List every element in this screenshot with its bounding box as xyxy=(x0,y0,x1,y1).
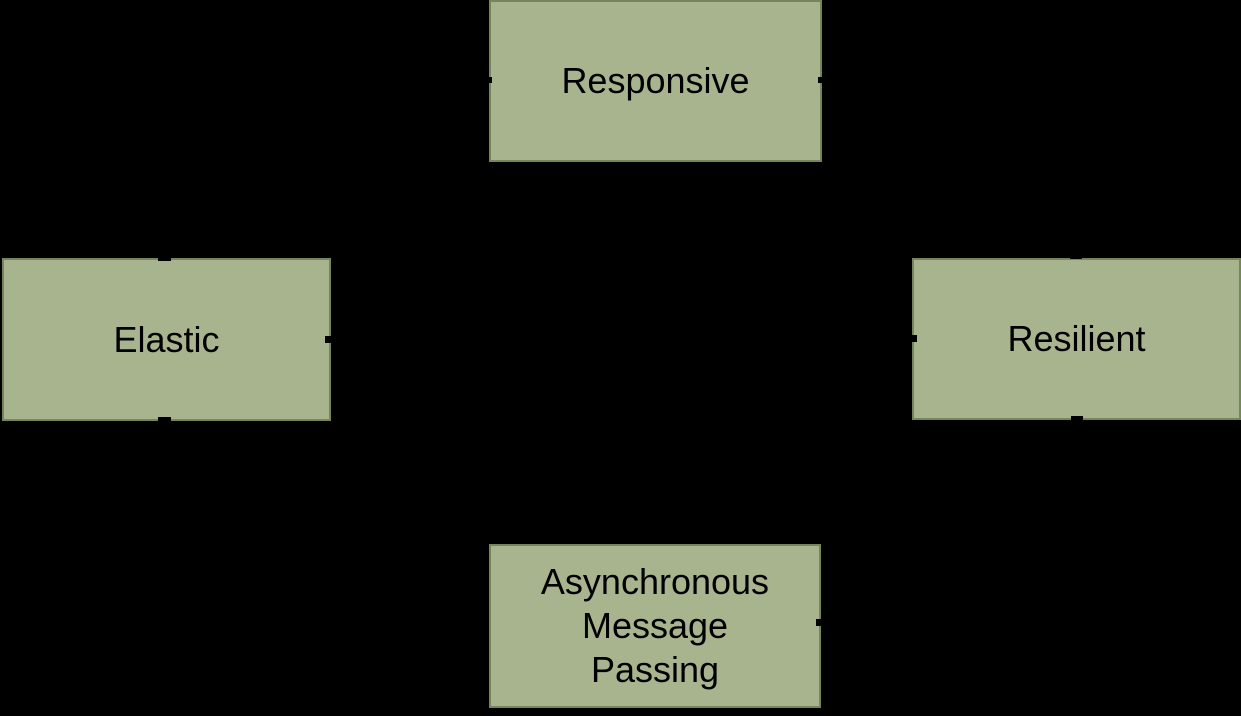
connector-arrowhead-mark xyxy=(818,77,824,83)
node-resilient-label: Resilient xyxy=(1007,318,1146,359)
connector-arrowhead-mark xyxy=(816,619,823,626)
node-elastic: Elastic xyxy=(2,258,331,421)
node-responsive-label: Responsive xyxy=(561,60,750,101)
connector-arrowhead-mark xyxy=(158,255,171,261)
node-elastic-label: Elastic xyxy=(113,318,220,360)
connector-arrowhead-mark xyxy=(158,417,171,423)
connector-arrowhead-mark xyxy=(325,336,331,343)
node-resilient: Resilient xyxy=(912,258,1241,420)
connector-arrowhead-mark xyxy=(480,620,487,627)
node-asynchronous-message-passing-label: Asynchronous Message Passing xyxy=(540,561,770,690)
connector-arrowhead-mark xyxy=(1071,416,1083,422)
node-responsive: Responsive xyxy=(489,0,822,162)
connector-arrowhead-mark xyxy=(486,77,492,83)
connector-arrowhead-mark xyxy=(911,335,917,342)
node-asynchronous-message-passing: Asynchronous Message Passing xyxy=(489,544,821,708)
connector-arrowhead-mark xyxy=(1070,253,1082,259)
